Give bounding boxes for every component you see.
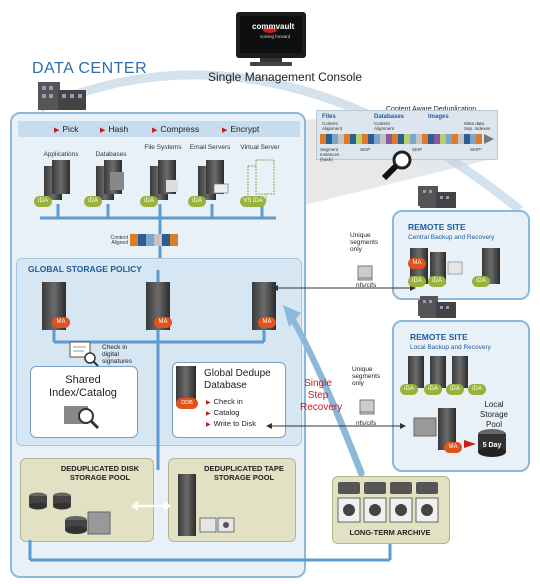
lens-sub-skip-2: SKIP — [412, 147, 423, 152]
ddb-badge: DDB — [176, 398, 198, 409]
remote2-ida-badge-3: iDA — [446, 384, 464, 395]
step-compress: ▶Compress — [152, 124, 200, 134]
lens-sub-skip-1: SKIP — [360, 147, 371, 152]
ma-badge-2: MA — [154, 317, 172, 328]
signature-label: Check in digital signatures — [102, 344, 132, 365]
ddb-item-check-in: ▶Check in — [206, 397, 243, 406]
agent-label-databases: Databases — [95, 151, 127, 158]
content-aligned-label: Content Aligned — [110, 235, 128, 246]
data-center-title: DATA CENTER — [32, 60, 148, 77]
global-storage-policy-title: GLOBAL STORAGE POLICY — [28, 264, 142, 274]
lens-magnifier-icon — [381, 150, 412, 181]
unique-segments-label-1: Unique segments only — [350, 232, 379, 253]
brand-logo: commvault — [252, 22, 295, 31]
lens-col-databases: Databases — [374, 114, 405, 120]
dedup-tape-pool-title: DEDUPLICATED TAPE STORAGE POOL — [204, 464, 284, 482]
ida-badge-virtual-server: VS iDA — [240, 196, 266, 207]
agent-label-virtual-server: Virtual Server — [240, 144, 280, 151]
ida-badge-email-servers: iDA — [188, 196, 206, 207]
console-monitor-icon — [236, 12, 306, 66]
lens-sub-skip-3: SKIP* — [470, 147, 483, 152]
remote-site-local-title: REMOTE SITE — [410, 332, 468, 342]
brand-tagline: solving forward — [260, 34, 291, 39]
unique-segments-label-2: Unique segments only — [352, 366, 381, 387]
agent-label-applications: Applications — [43, 151, 79, 158]
agent-label-email-servers: Email Servers — [189, 144, 231, 151]
ida-badge-applications: iDA — [34, 196, 52, 207]
remote1-ida-badge-3: iDA — [472, 276, 490, 287]
nfs-cifs-label-1: nfs/cifs — [356, 282, 377, 289]
shared-index-catalog-box — [30, 366, 138, 438]
lens-col-databases-sub: Content Alignment — [374, 121, 395, 131]
ida-badge-databases: iDA — [84, 196, 102, 207]
single-step-recovery-label: Single Step Recovery — [300, 378, 343, 413]
local-storage-pool-label: Local Storage Pool — [479, 400, 509, 429]
lens-col-images: Images — [428, 114, 449, 120]
ma-badge-3: MA — [258, 317, 276, 328]
lens-col-files: Files — [322, 114, 336, 120]
remote2-ida-badge-4: iDA — [468, 384, 486, 395]
ma-badge-1: MA — [52, 317, 70, 328]
global-dedupe-database-title: Global Dedupe Database — [204, 368, 271, 391]
lens-col-images-sub: Meta data Sep. Indexes — [464, 121, 491, 131]
ddb-item-catalog: ▶Catalog — [206, 408, 240, 417]
remote2-ida-badge-2: iDA — [424, 384, 442, 395]
remote-site-central-subtitle: Central Backup and Recovery — [408, 234, 495, 241]
pool-replication-arrow-front — [131, 501, 171, 511]
remote2-ida-badge-1: iDA — [400, 384, 418, 395]
tape-pool-library-front — [178, 474, 235, 536]
lens-col-files-sub: Content Alignment — [322, 121, 343, 131]
console-label: Single Management Console — [208, 70, 363, 84]
remote-site-central-title: REMOTE SITE — [408, 222, 466, 232]
ddb-item-write-to-disk: ▶Write to Disk — [206, 419, 256, 428]
data-center-building-icon — [38, 82, 86, 110]
step-hash: ▶Hash — [100, 124, 129, 134]
step-pick: ▶Pick — [54, 124, 79, 134]
ida-badge-file-systems: iDA — [140, 196, 158, 207]
remote1-ida-badge-2: iDA — [428, 276, 446, 287]
remote-site-local-subtitle: Local Backup and Recovery — [410, 344, 491, 351]
nfs-cifs-label-2: nfs/cifs — [356, 420, 377, 427]
signature-check-icon-front — [69, 341, 99, 367]
remote1-ida-badge-1: iDA — [408, 276, 426, 287]
archive-bus — [28, 540, 392, 562]
shared-index-catalog-label: Shared Index/Catalog — [49, 374, 117, 399]
agent-label-file-systems: File Systems — [144, 144, 182, 151]
content-aware-dedup-title: Content Aware Deduplication — [386, 106, 476, 113]
disk-pool-drives-front — [29, 492, 111, 535]
agent-servers-front — [44, 159, 275, 201]
content-aligned-segment-strip — [130, 234, 178, 246]
processing-steps-bar — [18, 121, 300, 137]
remote2-ma-badge: MA — [444, 442, 462, 453]
long-term-archive-label: LONG-TERM ARCHIVE — [349, 528, 431, 537]
step-encrypt: ▶Encrypt — [222, 124, 260, 134]
lens-sub-segment: Segment Instances (hash) — [320, 147, 340, 162]
dedup-disk-pool-title: DEDUPLICATED DISK STORAGE POOL — [60, 464, 140, 482]
five-day-retention-label: 5 Day — [482, 442, 502, 449]
remote1-ma-badge: MA — [408, 258, 426, 269]
